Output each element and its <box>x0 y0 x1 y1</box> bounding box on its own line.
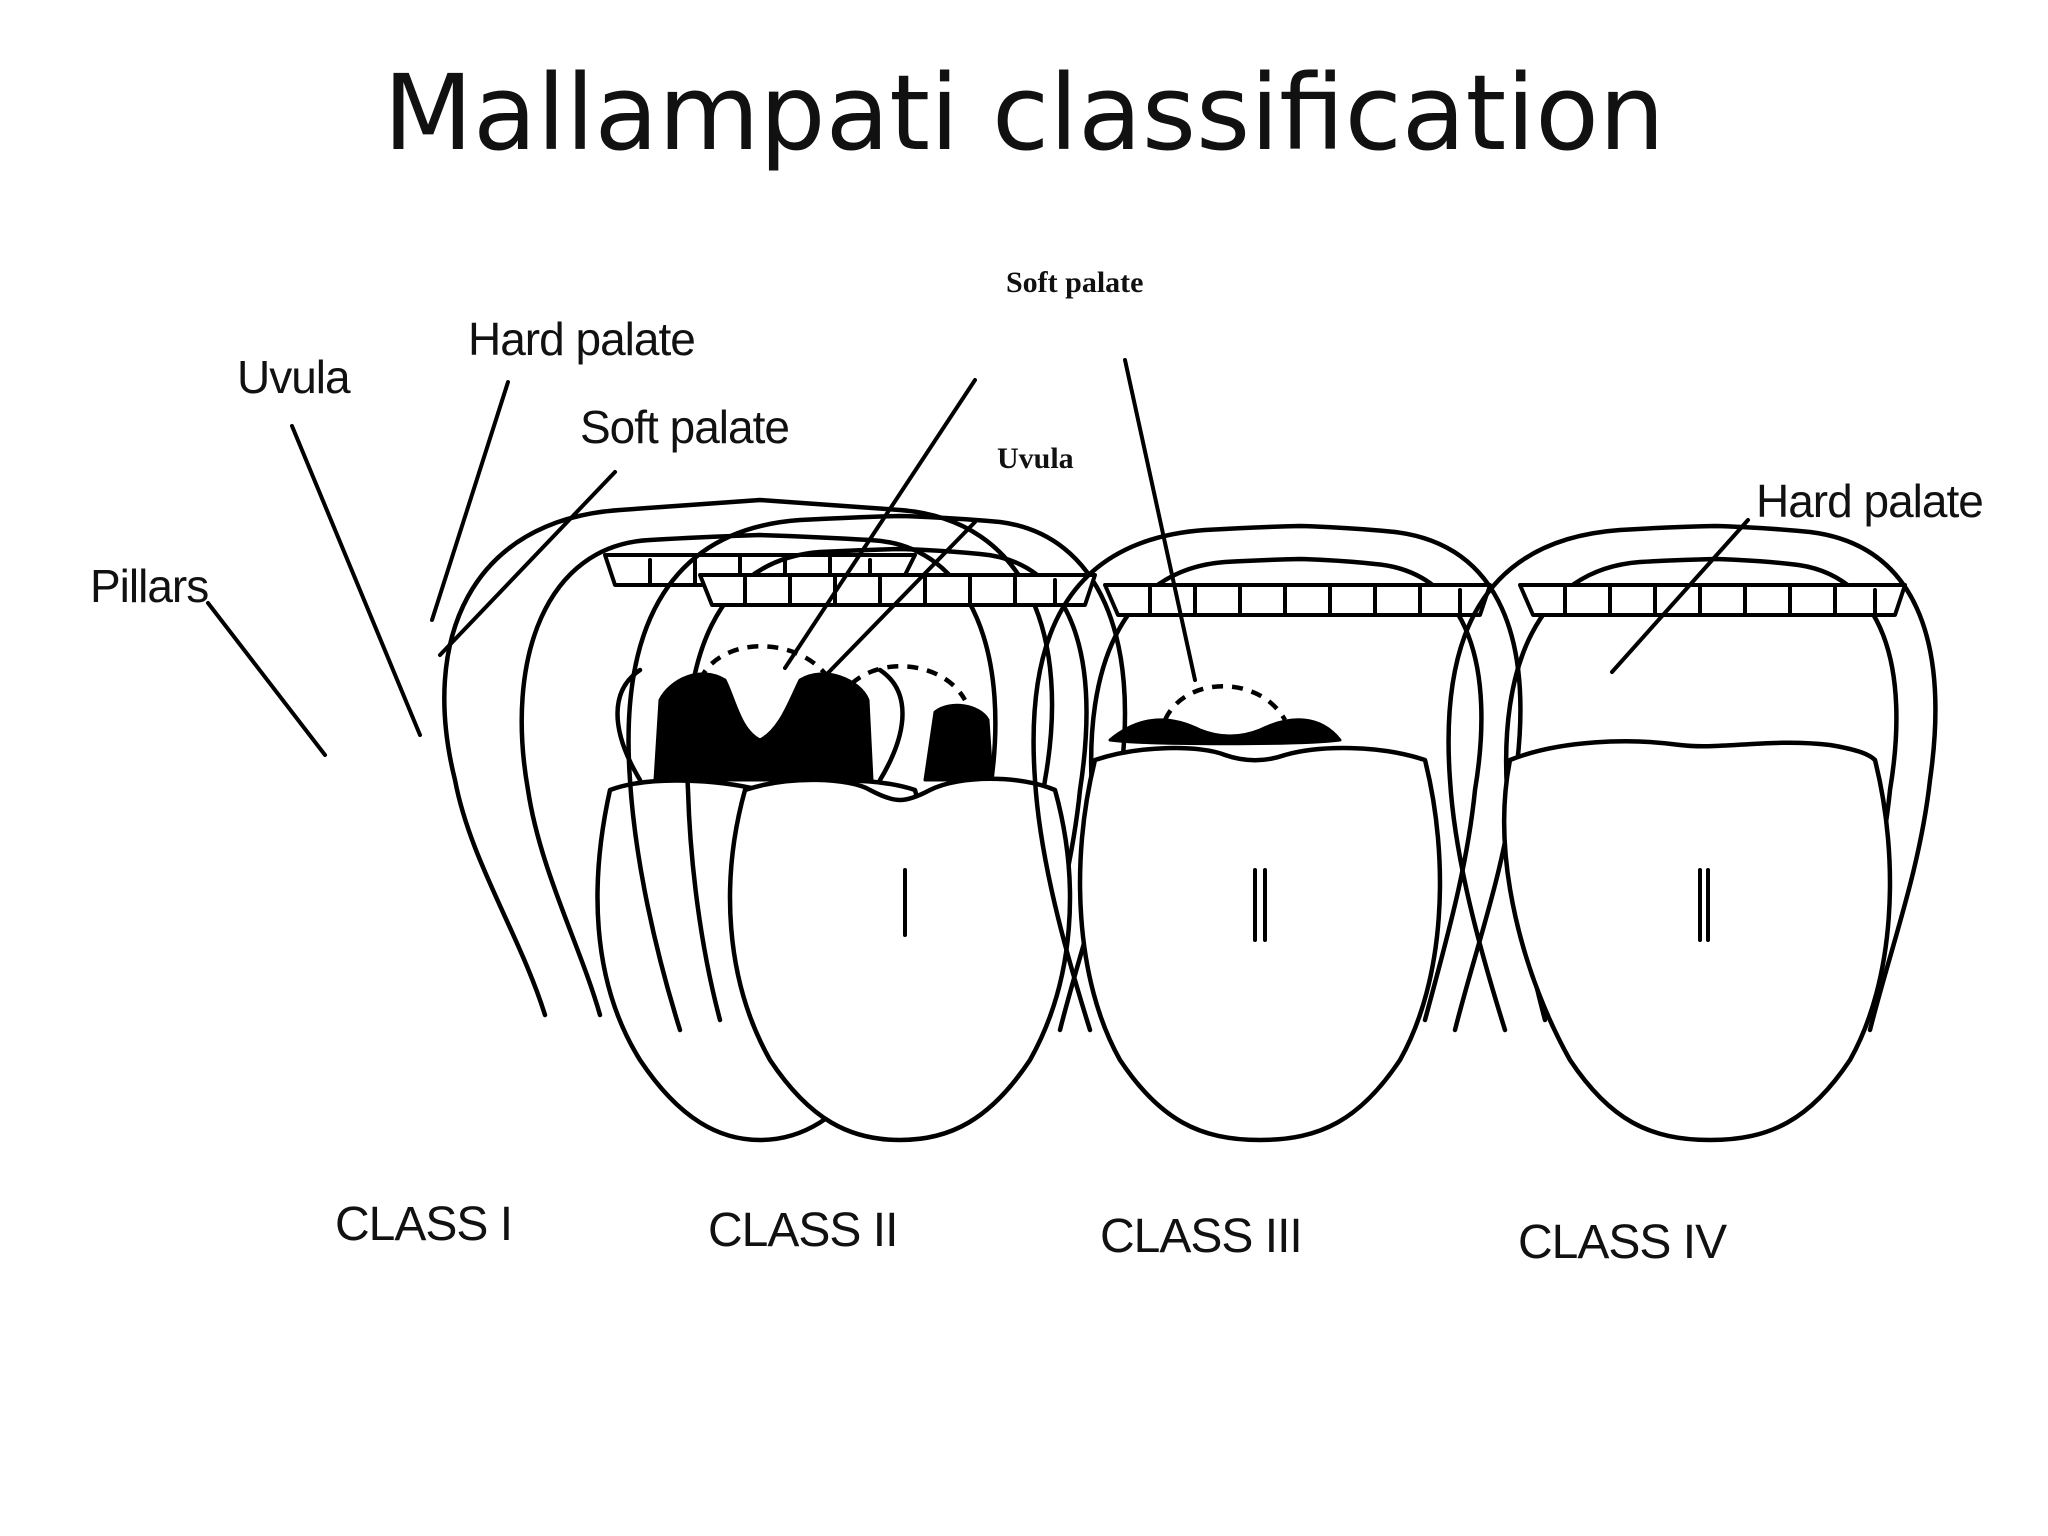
label-pillars-class-1: Pillars <box>90 560 208 612</box>
label-soft-palate-class-1: Soft palate <box>580 401 789 453</box>
label-hard-palate-class-1: Hard palate <box>468 313 695 365</box>
caption-class-1: CLASS I <box>335 1198 512 1251</box>
slide-title: Mallampati classification <box>383 52 1665 174</box>
caption-class-3: CLASS III <box>1100 1210 1302 1263</box>
mouth-class-2 <box>626 513 1128 1143</box>
pointer-lines <box>206 358 1750 757</box>
label-soft-palate-class-2: Soft palate <box>1006 266 1144 299</box>
class-captions: CLASS I CLASS II CLASS III CLASS IV <box>335 1198 1728 1269</box>
labels: Uvula Hard palate Soft palate Pillars So… <box>90 266 1984 612</box>
label-uvula-class-2: Uvula <box>997 442 1074 475</box>
caption-class-4: CLASS IV <box>1518 1216 1727 1269</box>
caption-class-2: CLASS II <box>708 1204 897 1257</box>
mouth-class-3 <box>1031 523 1523 1143</box>
label-hard-palate-class-4: Hard palate <box>1756 475 1983 527</box>
mouth-class-4 <box>1446 523 1938 1143</box>
label-uvula-class-1: Uvula <box>237 351 351 403</box>
